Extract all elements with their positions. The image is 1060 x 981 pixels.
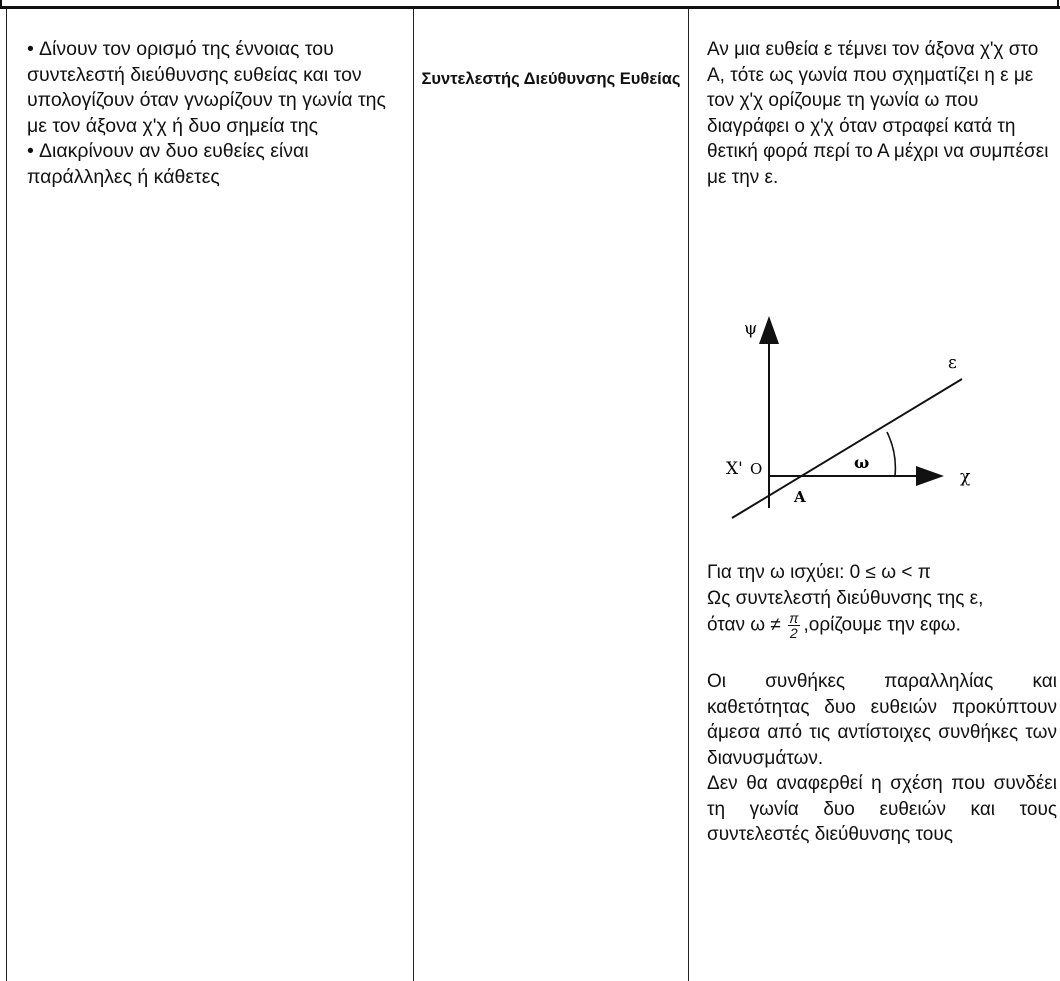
condition-slope-pre: όταν ω ≠ (707, 614, 781, 636)
angle-arc (886, 431, 897, 477)
label-omega: ω (854, 453, 869, 472)
label-psi: ψ (744, 319, 757, 339)
fraction-numerator: π (788, 610, 800, 626)
table-divider-1 (413, 9, 414, 981)
bullet-icon: • (27, 140, 34, 162)
table-top-border (0, 6, 1060, 9)
table-border-left (6, 9, 7, 981)
angle-diagram: ψ ε Χ' Ο ω χ Α (726, 316, 970, 519)
table-divider-2 (688, 9, 689, 981)
condition-definition: Ως συντελεστή διεύθυνσης της ε, (707, 587, 984, 609)
condition-range: Για την ω ισχύει: 0 ≤ ω < π (707, 562, 931, 583)
objective-item: •Δίνουν τον ορισμό της έννοιας του συντε… (27, 37, 401, 139)
label-A: Α (793, 488, 806, 506)
objective-item: •Διακρίνουν αν δυο ευθείες είναι παράλλη… (27, 139, 401, 190)
table-corner-left (0, 0, 2, 8)
table-corner-right (1057, 0, 1059, 8)
slope-condition: Για την ω ισχύει: 0 ≤ ω < π Ως συντελεστ… (707, 560, 1057, 640)
condition-slope: όταν ω ≠ π 2 ,ορίζουμε την εφω. (707, 611, 1057, 640)
angle-relation-note: Δεν θα αναφερθεί η σχέση που συνδέει τη … (707, 773, 1057, 845)
objectives-cell: •Δίνουν τον ορισμό της έννοιας του συντε… (7, 9, 413, 190)
label-x: χ (960, 467, 970, 487)
parallel-perpendicular-note: Οι συνθήκες παραλληλίας και καθετότητας … (707, 671, 1057, 769)
label-x-prime: Χ' (726, 459, 743, 479)
bullet-icon: • (27, 38, 34, 60)
objective-text: Διακρίνουν αν δυο ευθείες είναι παράλληλ… (27, 140, 309, 188)
fraction-denominator: 2 (789, 625, 798, 641)
line-epsilon (731, 378, 963, 519)
objective-text: Δίνουν τον ορισμό της έννοιας του συντελ… (27, 38, 386, 137)
topic-title: Συντελεστής Διεύθυνσης Ευθείας (421, 70, 681, 88)
objectives-list: •Δίνουν τον ορισμό της έννοιας του συντε… (27, 37, 401, 190)
definition-text: Αν μια ευθεία ε τέμνει τον άξονα χ'χ στο… (707, 39, 1049, 188)
content-cell: Αν μια ευθεία ε τέμνει τον άξονα χ'χ στο… (689, 9, 1060, 981)
notes-block: Οι συνθήκες παραλληλίας και καθετότητας … (707, 669, 1057, 848)
fraction-pi-over-2: π 2 (788, 610, 800, 641)
condition-slope-post: ,ορίζουμε την εφω. (803, 614, 961, 636)
label-origin: Ο (750, 460, 762, 478)
label-epsilon: ε (948, 353, 957, 373)
